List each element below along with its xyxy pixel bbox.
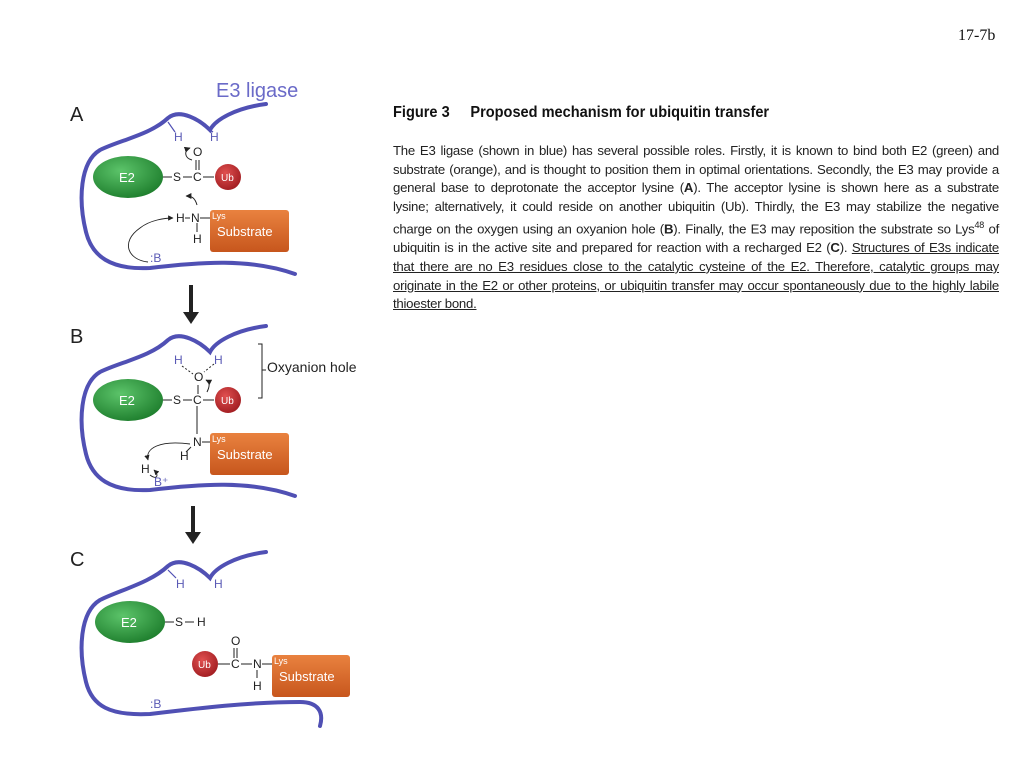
caption-ref-c: C bbox=[830, 240, 840, 256]
general-base-a: :B bbox=[150, 251, 161, 265]
oxyanion-oxygen-b: O bbox=[194, 370, 203, 384]
oxyanion-hole-label: Oxyanion hole bbox=[267, 359, 357, 375]
protonated-base-b: B⁺ bbox=[154, 475, 168, 489]
substrate-b bbox=[210, 433, 289, 475]
e2-label-b: E2 bbox=[119, 393, 135, 408]
panel-b-label: B bbox=[70, 326, 83, 348]
substrate-a bbox=[210, 210, 289, 252]
ub-label-b: Ub bbox=[221, 396, 234, 407]
sulfur-atom-a: S bbox=[173, 170, 181, 184]
caption-ref-b: B bbox=[663, 221, 674, 237]
substrate-label-a: Substrate bbox=[217, 224, 273, 239]
caption-text-5: ). bbox=[839, 240, 852, 256]
amine-h2-a: H bbox=[193, 232, 202, 246]
caption-ref-a: A bbox=[683, 180, 694, 196]
thiol-h-c: H bbox=[197, 615, 206, 629]
caption-text-2: ). The acceptor lysine is shown here as … bbox=[393, 180, 1000, 237]
nitrogen-atom-c: N bbox=[253, 657, 262, 671]
figure-title: Figure 3 Proposed mechanism for ubiquitin… bbox=[393, 104, 963, 122]
e3-ligase-chain-b bbox=[79, 324, 297, 498]
protonated-base-h: H bbox=[141, 462, 150, 476]
caption-underlined-text: Structures of E3s indicate that there ar… bbox=[393, 240, 999, 312]
ubiquitin-c bbox=[192, 651, 218, 677]
substrate-label-c: Substrate bbox=[279, 669, 335, 684]
figure-number: Figure 3 bbox=[393, 104, 450, 121]
caption-text-3: ). Finally, the E3 may reposition the su… bbox=[673, 221, 975, 237]
e3-ligase-label: E3 ligase bbox=[216, 80, 298, 102]
slide-number: 17-7b bbox=[958, 27, 996, 44]
e3-ligase-chain-a bbox=[79, 102, 297, 276]
lys-label-c: Lys bbox=[274, 656, 288, 666]
nitrogen-atom-b: N bbox=[193, 435, 202, 449]
panel-a-label: A bbox=[70, 104, 84, 126]
amine-h-b: H bbox=[180, 449, 189, 463]
ubiquitin-mechanism-diagram: E3 ligase A H H E2 S C O Ub H N H Lys Su… bbox=[70, 80, 357, 728]
e2-enzyme-c bbox=[95, 601, 165, 643]
e3-histidine-h1: H bbox=[174, 130, 183, 144]
lys-label-b: Lys bbox=[212, 434, 226, 444]
panel-c-label: C bbox=[70, 549, 84, 571]
general-base-c: :B bbox=[150, 697, 161, 711]
figure-title-text: Proposed mechanism for ubiquitin transfe… bbox=[470, 104, 770, 121]
caption-text-1: The E3 ligase (shown in blue) has severa… bbox=[393, 143, 999, 196]
sulfur-atom-c: S bbox=[175, 615, 183, 629]
ub-label-a: Ub bbox=[221, 173, 234, 184]
e2-label-a: E2 bbox=[119, 170, 135, 185]
amine-h1-a: H bbox=[176, 211, 185, 225]
caption-body: The E3 ligase (shown in blue) has severa… bbox=[393, 142, 999, 314]
e2-enzyme-a bbox=[93, 156, 163, 198]
amide-h-c: H bbox=[253, 679, 262, 693]
substrate-label-b: Substrate bbox=[217, 447, 273, 462]
e3-histidine-h1-b: H bbox=[174, 353, 183, 367]
caption-superscript: 48 bbox=[974, 220, 984, 231]
carbon-atom-c: C bbox=[231, 657, 240, 671]
ubiquitin-a bbox=[215, 164, 241, 190]
ub-label-c: Ub bbox=[198, 660, 211, 671]
figure-caption: Figure 3 Proposed mechanism for ubiquitin… bbox=[393, 104, 999, 314]
carbon-atom-b: C bbox=[193, 393, 202, 407]
nitrogen-atom-a: N bbox=[191, 211, 200, 225]
e3-histidine-h1-c: H bbox=[176, 577, 185, 591]
ubiquitin-b bbox=[215, 387, 241, 413]
oxygen-atom-a: O bbox=[193, 145, 202, 159]
caption-text-4: of ubiquitin is in the active site and p… bbox=[393, 221, 1000, 256]
carbon-atom-a: C bbox=[193, 170, 202, 184]
e2-label-c: E2 bbox=[121, 615, 137, 630]
substrate-c bbox=[272, 655, 350, 697]
lys-label-a: Lys bbox=[212, 211, 226, 221]
sulfur-atom-b: S bbox=[173, 393, 181, 407]
e3-histidine-h2-b: H bbox=[214, 353, 223, 367]
e2-enzyme-b bbox=[93, 379, 163, 421]
carbonyl-oxygen-c: O bbox=[231, 634, 240, 648]
e3-histidine-h2-c: H bbox=[214, 577, 223, 591]
e3-ligase-chain-c bbox=[79, 550, 324, 728]
e3-histidine-h2: H bbox=[210, 130, 219, 144]
